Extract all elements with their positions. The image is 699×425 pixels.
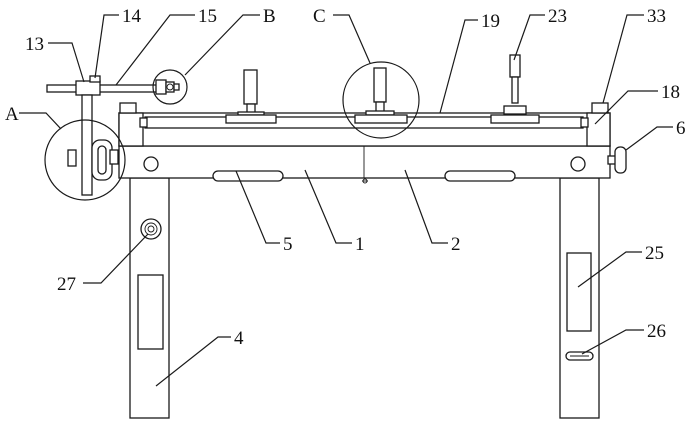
label-1: 1: [355, 234, 365, 255]
label-18: 18: [661, 82, 680, 103]
clamp-middle: [355, 68, 407, 123]
label-26: 26: [647, 321, 666, 342]
upper-rail: [119, 103, 610, 146]
label-4: 4: [234, 328, 244, 349]
label-c: C: [313, 6, 326, 27]
knob-left: [120, 103, 136, 113]
vertical-post: [82, 95, 92, 195]
detail-circle-b: [153, 70, 187, 104]
bearing-27: [141, 219, 161, 239]
label-25: 25: [645, 243, 664, 264]
knob-33: [592, 103, 608, 113]
label-23: 23: [548, 6, 567, 27]
left-beam-hole: [144, 157, 158, 171]
label-5: 5: [283, 234, 293, 255]
label-14: 14: [122, 6, 142, 27]
clamp-left: [226, 70, 276, 123]
label-33: 33: [647, 6, 666, 27]
label-b: B: [263, 6, 276, 27]
main-beam: [119, 146, 610, 183]
label-13: 13: [25, 34, 44, 55]
slider-13: [76, 81, 100, 95]
slot-right: [445, 171, 515, 181]
label-15: 15: [198, 6, 217, 27]
label-6: 6: [676, 118, 686, 139]
left-leg: [130, 178, 169, 418]
slot-5: [213, 171, 283, 181]
right-leg-window: [567, 253, 591, 331]
label-2: 2: [451, 234, 461, 255]
label-a: A: [5, 104, 19, 125]
left-leg-window: [138, 275, 163, 349]
right-end-block-18: [587, 113, 610, 146]
arm-15: [47, 85, 158, 92]
right-leg: [560, 178, 599, 418]
label-27: 27: [57, 274, 76, 295]
label-19: 19: [481, 11, 500, 32]
right-beam-hole: [571, 157, 585, 171]
handle-6: [608, 147, 626, 173]
